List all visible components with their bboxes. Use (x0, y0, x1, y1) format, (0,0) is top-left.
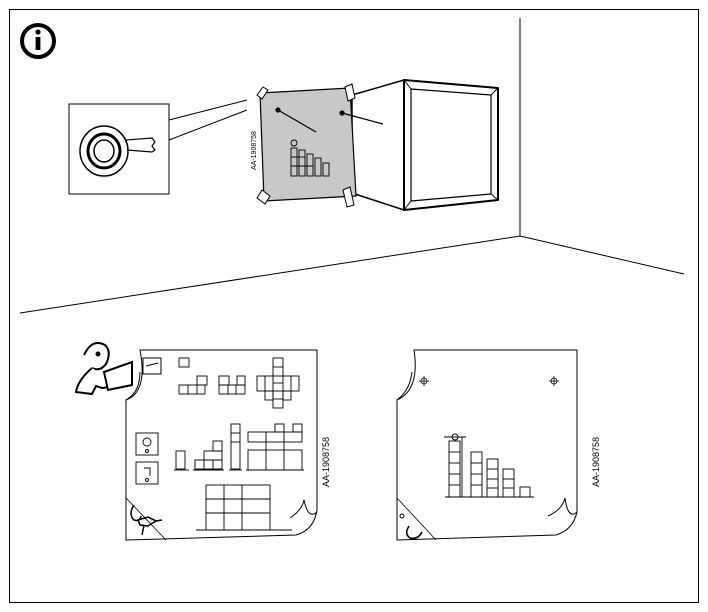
room-lines (19, 18, 685, 314)
right-template-grid (444, 433, 534, 498)
small-sheet-code: AA-1908758 (251, 131, 258, 170)
screw-mark (399, 513, 405, 519)
hook-icon-right (406, 525, 423, 540)
right-sheet-code: AA-1908758 (591, 437, 601, 487)
pin-icon (275, 107, 384, 133)
wall-template-grid (290, 139, 330, 177)
left-template-sheet: AA-1908758 (74, 342, 331, 541)
crosshair-icon-2 (549, 376, 559, 386)
wall-template-sheet: AA-1908758 (251, 83, 384, 208)
tape-roll-inset (68, 99, 248, 195)
left-sheet-code: AA-1908758 (321, 437, 331, 487)
cabinet-layouts-top (178, 357, 300, 409)
cabinet-box (351, 79, 499, 211)
cabinet-layout-bottom (196, 484, 292, 531)
drill-icon (136, 516, 163, 536)
crosshair-icon (419, 376, 429, 386)
hook-icon (130, 504, 142, 522)
tape-roll-icon (79, 125, 156, 177)
info-icon (20, 23, 56, 59)
reading-person-icon (74, 342, 133, 396)
tape-pieces (256, 83, 356, 208)
mini-sheet-icon (142, 357, 162, 375)
cabinet-layouts-middle (135, 423, 304, 485)
right-template-sheet: AA-1908758 (396, 349, 601, 541)
